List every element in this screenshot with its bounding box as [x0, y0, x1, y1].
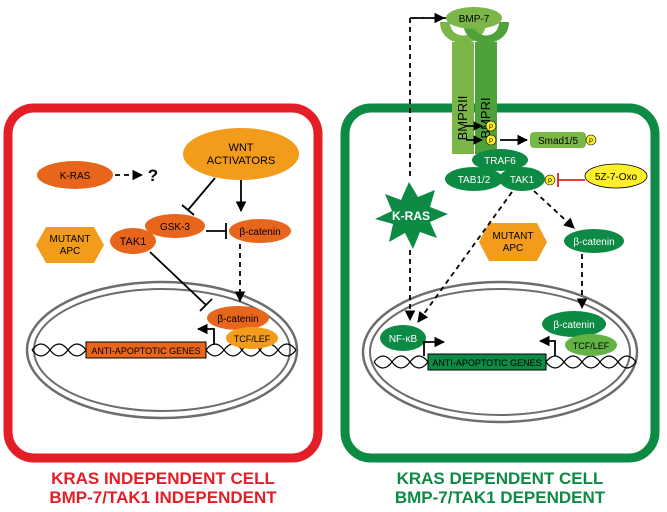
left-tak1-label: TAK1 [120, 236, 147, 248]
left-genes-box [85, 341, 207, 359]
smad-label: Smad1/5 [538, 136, 578, 147]
right-beta-catenin-nuc-node [542, 311, 606, 337]
right-caption-line1: KRAS DEPENDENT CELL [397, 469, 604, 488]
smad-phospho-label: P [589, 139, 593, 145]
kras-dependent-cell: ANTI-APOPTOTIC GENES BMPRII BMPRI BMP-7 … [340, 7, 660, 507]
left-tcf-lef-node [226, 327, 278, 349]
right-nucleus-outer [361, 280, 639, 424]
receptor-phospho-arrows [466, 121, 483, 145]
bmpri-cap [463, 22, 509, 43]
right-edges [404, 12, 588, 356]
left-mutant-apc-hexagon [36, 227, 104, 263]
left-caption-line2: BMP-7/TAK1 INDEPENDENT [49, 488, 277, 507]
left-tcf-lef-label: TCF/LEF [234, 334, 271, 344]
left-mutant-apc-line2: APC [60, 246, 81, 257]
left-kras-node [37, 161, 113, 189]
left-kras-label: K-RAS [60, 171, 91, 182]
left-mutant-apc-line1: MUTANT [50, 234, 91, 245]
tak1-phospho [544, 174, 556, 186]
traf6-label: TRAF6 [484, 156, 516, 167]
left-beta-catenin-cyto-node [229, 219, 291, 243]
tak1-phospho-label: P [548, 179, 552, 185]
left-beta-catenin-nuc-label: β-catenin [217, 314, 258, 325]
left-genes-label: ANTI-APOPTOTIC GENES [91, 346, 200, 356]
right-beta-catenin-cyto-node [564, 229, 624, 253]
receptor-phospho-top-label: P [489, 125, 493, 131]
right-tcf-lef-label: TCF/LEF [573, 341, 610, 351]
left-wnt-activators-node [183, 128, 299, 180]
left-wnt-label-line2: ACTIVATORS [207, 155, 275, 167]
right-kras-star [375, 182, 448, 249]
right-genes-label: ANTI-APOPTOTIC GENES [432, 358, 541, 368]
bmprii-label: BMPRII [455, 96, 470, 141]
right-nucleus-inner [369, 288, 631, 416]
receptor-phospho-bottom [485, 134, 497, 146]
left-nucleus-outer [25, 280, 299, 420]
right-beta-catenin-cyto-label: β-catenin [573, 237, 614, 248]
nfkb-node [380, 325, 426, 351]
right-tak1-node [499, 167, 545, 191]
left-caption-line1: KRAS INDEPENDENT CELL [51, 469, 275, 488]
bmp7-label: BMP-7 [459, 14, 490, 25]
tab12-node [445, 167, 503, 191]
smad-phospho [585, 134, 597, 146]
nfkb-label: NF-κB [389, 334, 418, 345]
receptor-phospho-bottom-label: P [489, 139, 493, 145]
smad-node [530, 132, 586, 148]
left-tak1-node [110, 228, 156, 254]
right-mutant-apc-line1: MUTANT [493, 231, 534, 242]
bmpri-label: BMPRI [478, 97, 493, 138]
right-kras-label: K-RAS [392, 209, 430, 223]
left-wnt-label-line1: WNT [228, 142, 253, 154]
right-tcf-lef-node [565, 334, 617, 356]
right-tak1-label: TAK1 [510, 175, 535, 186]
left-question-mark: ? [148, 166, 158, 185]
bmp7-ligand [446, 7, 502, 29]
inhibitor-bar [557, 173, 585, 187]
left-edges [149, 177, 247, 345]
receptor-phospho-top [485, 120, 497, 132]
left-gsk3-label: GSK-3 [160, 222, 190, 233]
kras-independent-cell: ANTI-APOPTOTIC GENES K-RAS ? WNT ACTIVAT… [3, 103, 323, 507]
left-nucleus-inner [33, 288, 291, 412]
left-beta-catenin-cyto-label: β-catenin [239, 227, 280, 238]
inhibitor-label: 5Z-7-Oxo [595, 172, 638, 183]
right-genes-box [427, 353, 547, 371]
right-caption-line2: BMP-7/TAK1 DEPENDENT [395, 488, 606, 507]
right-mutant-apc-line2: APC [503, 243, 524, 254]
traf6-node [472, 149, 528, 171]
tab12-label: TAB1/2 [458, 175, 491, 186]
right-beta-catenin-nuc-label: β-catenin [553, 320, 594, 331]
left-beta-catenin-nuc-node [207, 306, 269, 330]
inhibitor-node [584, 163, 648, 189]
left-gsk3-node [145, 214, 205, 238]
right-mutant-apc-hexagon [479, 223, 547, 261]
